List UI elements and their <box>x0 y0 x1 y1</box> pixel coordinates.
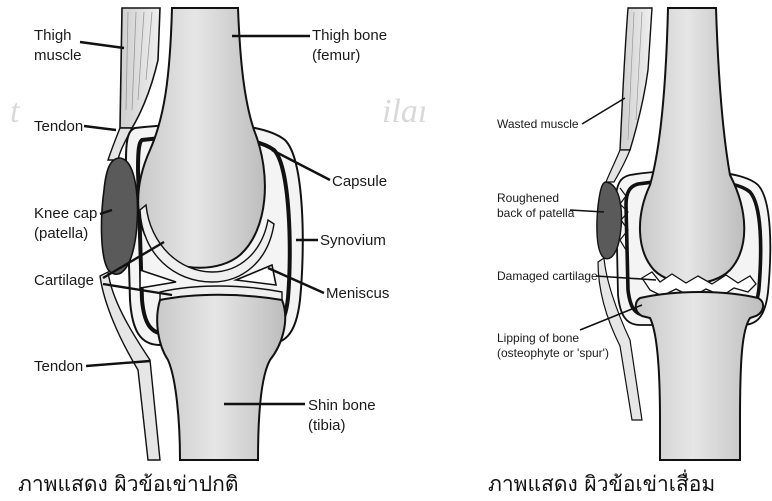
right-labels: Wasted muscle Roughened back of patella … <box>497 117 609 360</box>
watermark-left: t <box>10 93 21 130</box>
label-capsule: Capsule <box>332 173 387 190</box>
label-thigh-bone-line1: Thigh bone <box>312 27 387 44</box>
watermark-right: ilaı <box>382 93 427 130</box>
label-wasted-muscle: Wasted muscle <box>497 117 579 131</box>
label-knee-cap-line2: (patella) <box>34 225 88 242</box>
label-tendon-upper: Tendon <box>34 118 83 135</box>
normal-knee-illustration <box>100 8 303 460</box>
label-thigh-muscle-line1: Thigh <box>34 27 72 44</box>
label-shin-bone-line2: (tibia) <box>308 417 346 434</box>
right-femur-shape <box>640 8 744 284</box>
label-tendon-lower: Tendon <box>34 358 83 375</box>
label-lipping-line1: Lipping of bone <box>497 331 579 345</box>
tibia-bone-shape <box>157 295 285 460</box>
label-lipping-line2: (osteophyte or 'spur') <box>497 346 609 360</box>
patella-shape <box>102 158 138 274</box>
label-roughened-line1: Roughened <box>497 191 559 205</box>
label-knee-cap-line1: Knee cap <box>34 205 97 222</box>
arthritic-knee-illustration <box>597 8 770 460</box>
right-tibia-shape <box>636 292 763 460</box>
caption-arthritic-knee: ภาพแสดง ผิวข้อเข่าเสื่อม <box>488 469 715 496</box>
label-shin-bone-line1: Shin bone <box>308 397 376 414</box>
label-roughened-line2: back of patella <box>497 206 575 220</box>
label-synovium: Synovium <box>320 232 386 249</box>
label-damaged-cartilage: Damaged cartilage <box>497 269 598 283</box>
label-thigh-muscle-line2: muscle <box>34 47 82 64</box>
wasted-muscle-shape <box>620 8 652 150</box>
caption-normal-knee: ภาพแสดง ผิวข้อเข่าปกติ <box>18 472 238 496</box>
label-cartilage: Cartilage <box>34 272 94 289</box>
label-thigh-bone-line2: (femur) <box>312 47 360 64</box>
roughened-patella-shape <box>597 182 622 259</box>
label-meniscus: Meniscus <box>326 285 389 302</box>
